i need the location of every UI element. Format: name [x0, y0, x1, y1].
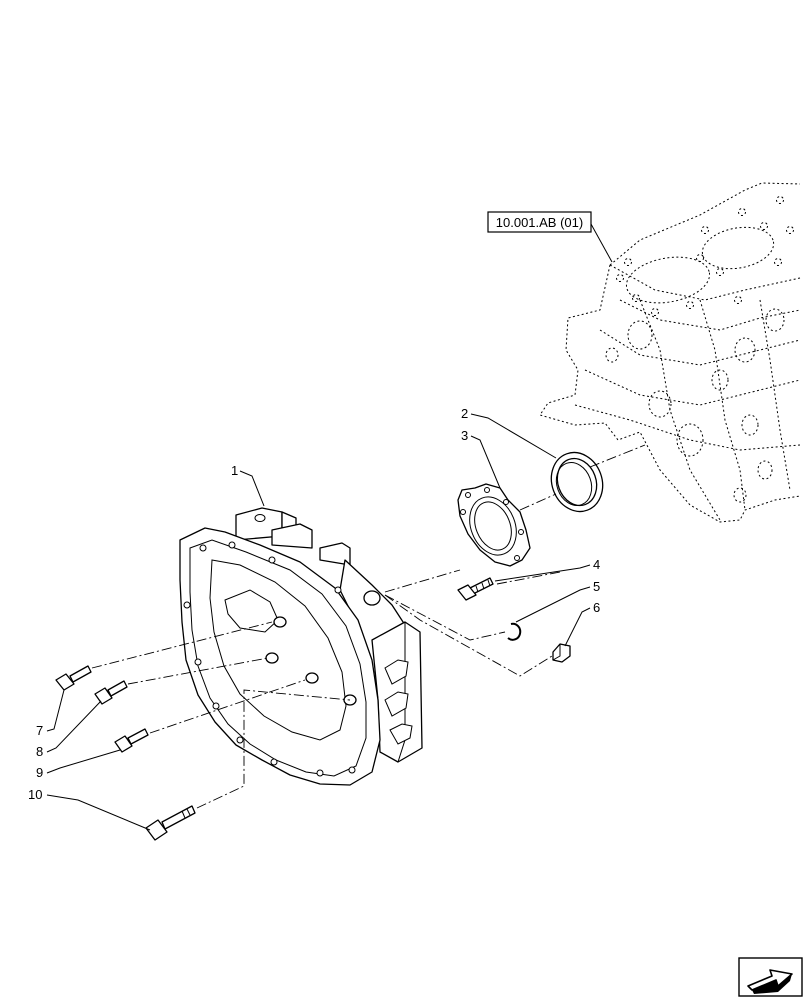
- callout-2: 2: [461, 406, 468, 421]
- snap-ring: [507, 622, 522, 641]
- callout-10: 10: [28, 787, 42, 802]
- callout-6: 6: [593, 600, 600, 615]
- leader-lines: [46, 413, 591, 831]
- callout-4: 4: [593, 557, 600, 572]
- callout-7: 7: [36, 723, 43, 738]
- bolt-4: [457, 577, 494, 601]
- callout-8: 8: [36, 744, 43, 759]
- callout-5: 5: [593, 579, 600, 594]
- callout-9: 9: [36, 765, 43, 780]
- next-page-arrow-icon[interactable]: [738, 957, 803, 997]
- callouts: 1 2 3 4 5 6 7 8 9 10: [28, 406, 600, 802]
- bolt-9: [114, 728, 149, 753]
- plug-6: [552, 643, 571, 663]
- callout-3: 3: [461, 428, 468, 443]
- callout-1: 1: [231, 463, 238, 478]
- flywheel-housing: [179, 507, 423, 786]
- assembly-lines: [91, 444, 646, 809]
- reference-label[interactable]: 10.001.AB (01): [496, 215, 583, 230]
- seal-cover: [457, 483, 531, 567]
- bolt-7: [55, 665, 92, 691]
- bolt-10: [145, 805, 196, 841]
- reference-box[interactable]: 10.001.AB (01): [487, 211, 592, 233]
- engine-block-reference: [539, 182, 801, 523]
- bolt-8: [94, 680, 128, 705]
- seal-ring: [550, 451, 604, 513]
